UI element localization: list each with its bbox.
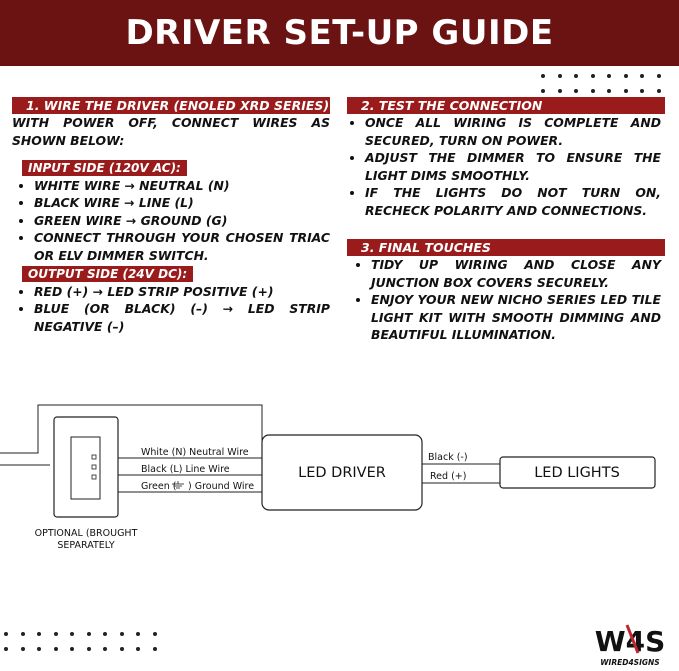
final-list: TIDY UP WIRING AND CLOSE ANY JUNCTION BO… [347, 256, 661, 344]
decorative-dot [152, 647, 157, 651]
optional-note-line2: SEPARATELY [57, 540, 114, 551]
decorative-dot [20, 647, 25, 651]
decorative-dot [656, 74, 661, 78]
input-list: WHITE WIRE → NEUTRAL (N) BLACK WIRE → LI… [12, 177, 330, 265]
decorative-dot [37, 632, 41, 636]
decorative-dot [70, 632, 74, 636]
decorative-dot [70, 647, 74, 651]
optional-note-line1: OPTIONAL (BROUGHT [35, 528, 138, 539]
led-lights-label: LED LIGHTS [534, 465, 620, 481]
output-red-label: Red (+) [430, 471, 466, 482]
decorative-dot [607, 89, 611, 93]
decorative-dot [119, 632, 124, 636]
decorative-dot [103, 647, 107, 651]
decorative-dot [136, 647, 140, 651]
list-item: CONNECT THROUGH YOUR CHOSEN TRIAC OR ELV… [34, 229, 330, 264]
decorative-dot [557, 74, 562, 78]
output-black-label: Black (-) [428, 452, 468, 463]
decorative-dot [541, 74, 545, 78]
white-wire-label: White (N) Neutral Wire [141, 447, 249, 458]
wiring-diagram: White (N) Neutral Wire Black (L) Line Wi… [0, 404, 656, 551]
decorative-dot [20, 632, 25, 636]
list-item: ENJOY YOUR NEW NICHO SERIES LED TILE LIG… [371, 291, 661, 344]
section3-heading: 3. FINAL TOUCHES [347, 239, 665, 256]
black-wire-label: Black (L) Line Wire [141, 464, 230, 475]
output-list: RED (+) → LED STRIP POSITIVE (+) BLUE (O… [12, 283, 330, 336]
decorative-dot [152, 632, 157, 636]
decorative-dot [136, 632, 140, 636]
list-item: GREEN WIRE → GROUND (G) [34, 212, 330, 230]
section2-heading: 2. TEST THE CONNECTION [347, 97, 665, 114]
decorative-dot [4, 632, 8, 636]
section-final-touches: 3. FINAL TOUCHES TIDY UP WIRING AND CLOS… [347, 239, 665, 344]
decorative-dot [103, 632, 107, 636]
decorative-dot [656, 89, 661, 93]
list-item: BLUE (OR BLACK) (–) → LED STRIP NEGATIVE… [34, 300, 330, 335]
green-wire-suffix: ) Ground Wire [188, 481, 254, 492]
decorative-dot [623, 74, 628, 78]
list-item: ADJUST THE DIMMER TO ENSURE THE LIGHT DI… [365, 149, 661, 184]
feed-wires [0, 404, 263, 466]
list-item: TIDY UP WIRING AND CLOSE ANY JUNCTION BO… [371, 256, 661, 291]
list-item: RED (+) → LED STRIP POSITIVE (+) [34, 283, 330, 301]
section1-heading: 1. WIRE THE DRIVER (ENOLED XRD SERIES) [12, 97, 330, 114]
output-wires [422, 463, 500, 484]
list-item: BLACK WIRE → LINE (L) [34, 194, 330, 212]
decorative-dot [590, 89, 595, 93]
decorative-dot [86, 632, 91, 636]
decorative-dot [119, 647, 124, 651]
list-item: WHITE WIRE → NEUTRAL (N) [34, 177, 330, 195]
w4s-logo-icon: W4S [595, 624, 665, 658]
output-side-heading: OUTPUT SIDE (24V DC): [22, 266, 194, 282]
test-list: ONCE ALL WIRING IS COMPLETE AND SECURED,… [347, 114, 661, 219]
led-driver-label: LED DRIVER [298, 465, 386, 481]
title-banner: DRIVER SET-UP GUIDE [0, 0, 679, 66]
list-item: IF THE LIGHTS DO NOT TURN ON, RECHECK PO… [365, 184, 661, 219]
led-driver-box [261, 434, 423, 511]
page-title: DRIVER SET-UP GUIDE [125, 13, 554, 53]
decorative-dot [557, 89, 562, 93]
list-item: ONCE ALL WIRING IS COMPLETE AND SECURED,… [365, 114, 661, 149]
section1-intro: WITH POWER OFF, CONNECT WIRES AS SHOWN B… [12, 115, 330, 148]
decorative-dot [640, 89, 644, 93]
decorative-dot [623, 89, 628, 93]
decorative-dot [607, 74, 611, 78]
decorative-dot [574, 74, 578, 78]
decorative-dot [4, 647, 8, 651]
decorative-dot [640, 74, 644, 78]
led-lights-box [499, 456, 656, 489]
decorative-dot [37, 647, 41, 651]
decorative-dot [86, 647, 91, 651]
section-test-connection: 2. TEST THE CONNECTION ONCE ALL WIRING I… [347, 97, 665, 219]
decorative-dot [574, 89, 578, 93]
decorative-dot [53, 632, 58, 636]
decorative-dot [590, 74, 595, 78]
decorative-dot [53, 647, 58, 651]
logo-name: WIRED4SIGNS [600, 658, 660, 667]
section-wire-driver: 1. WIRE THE DRIVER (ENOLED XRD SERIES) W… [12, 97, 330, 335]
green-wire-prefix: Green ( [141, 481, 177, 492]
input-side-heading: INPUT SIDE (120V AC): [22, 160, 187, 176]
input-wires [118, 457, 262, 493]
wired4signs-logo: W4S WIRED4SIGNS [593, 623, 667, 667]
decorative-dot [541, 89, 545, 93]
ground-icon [172, 481, 184, 489]
